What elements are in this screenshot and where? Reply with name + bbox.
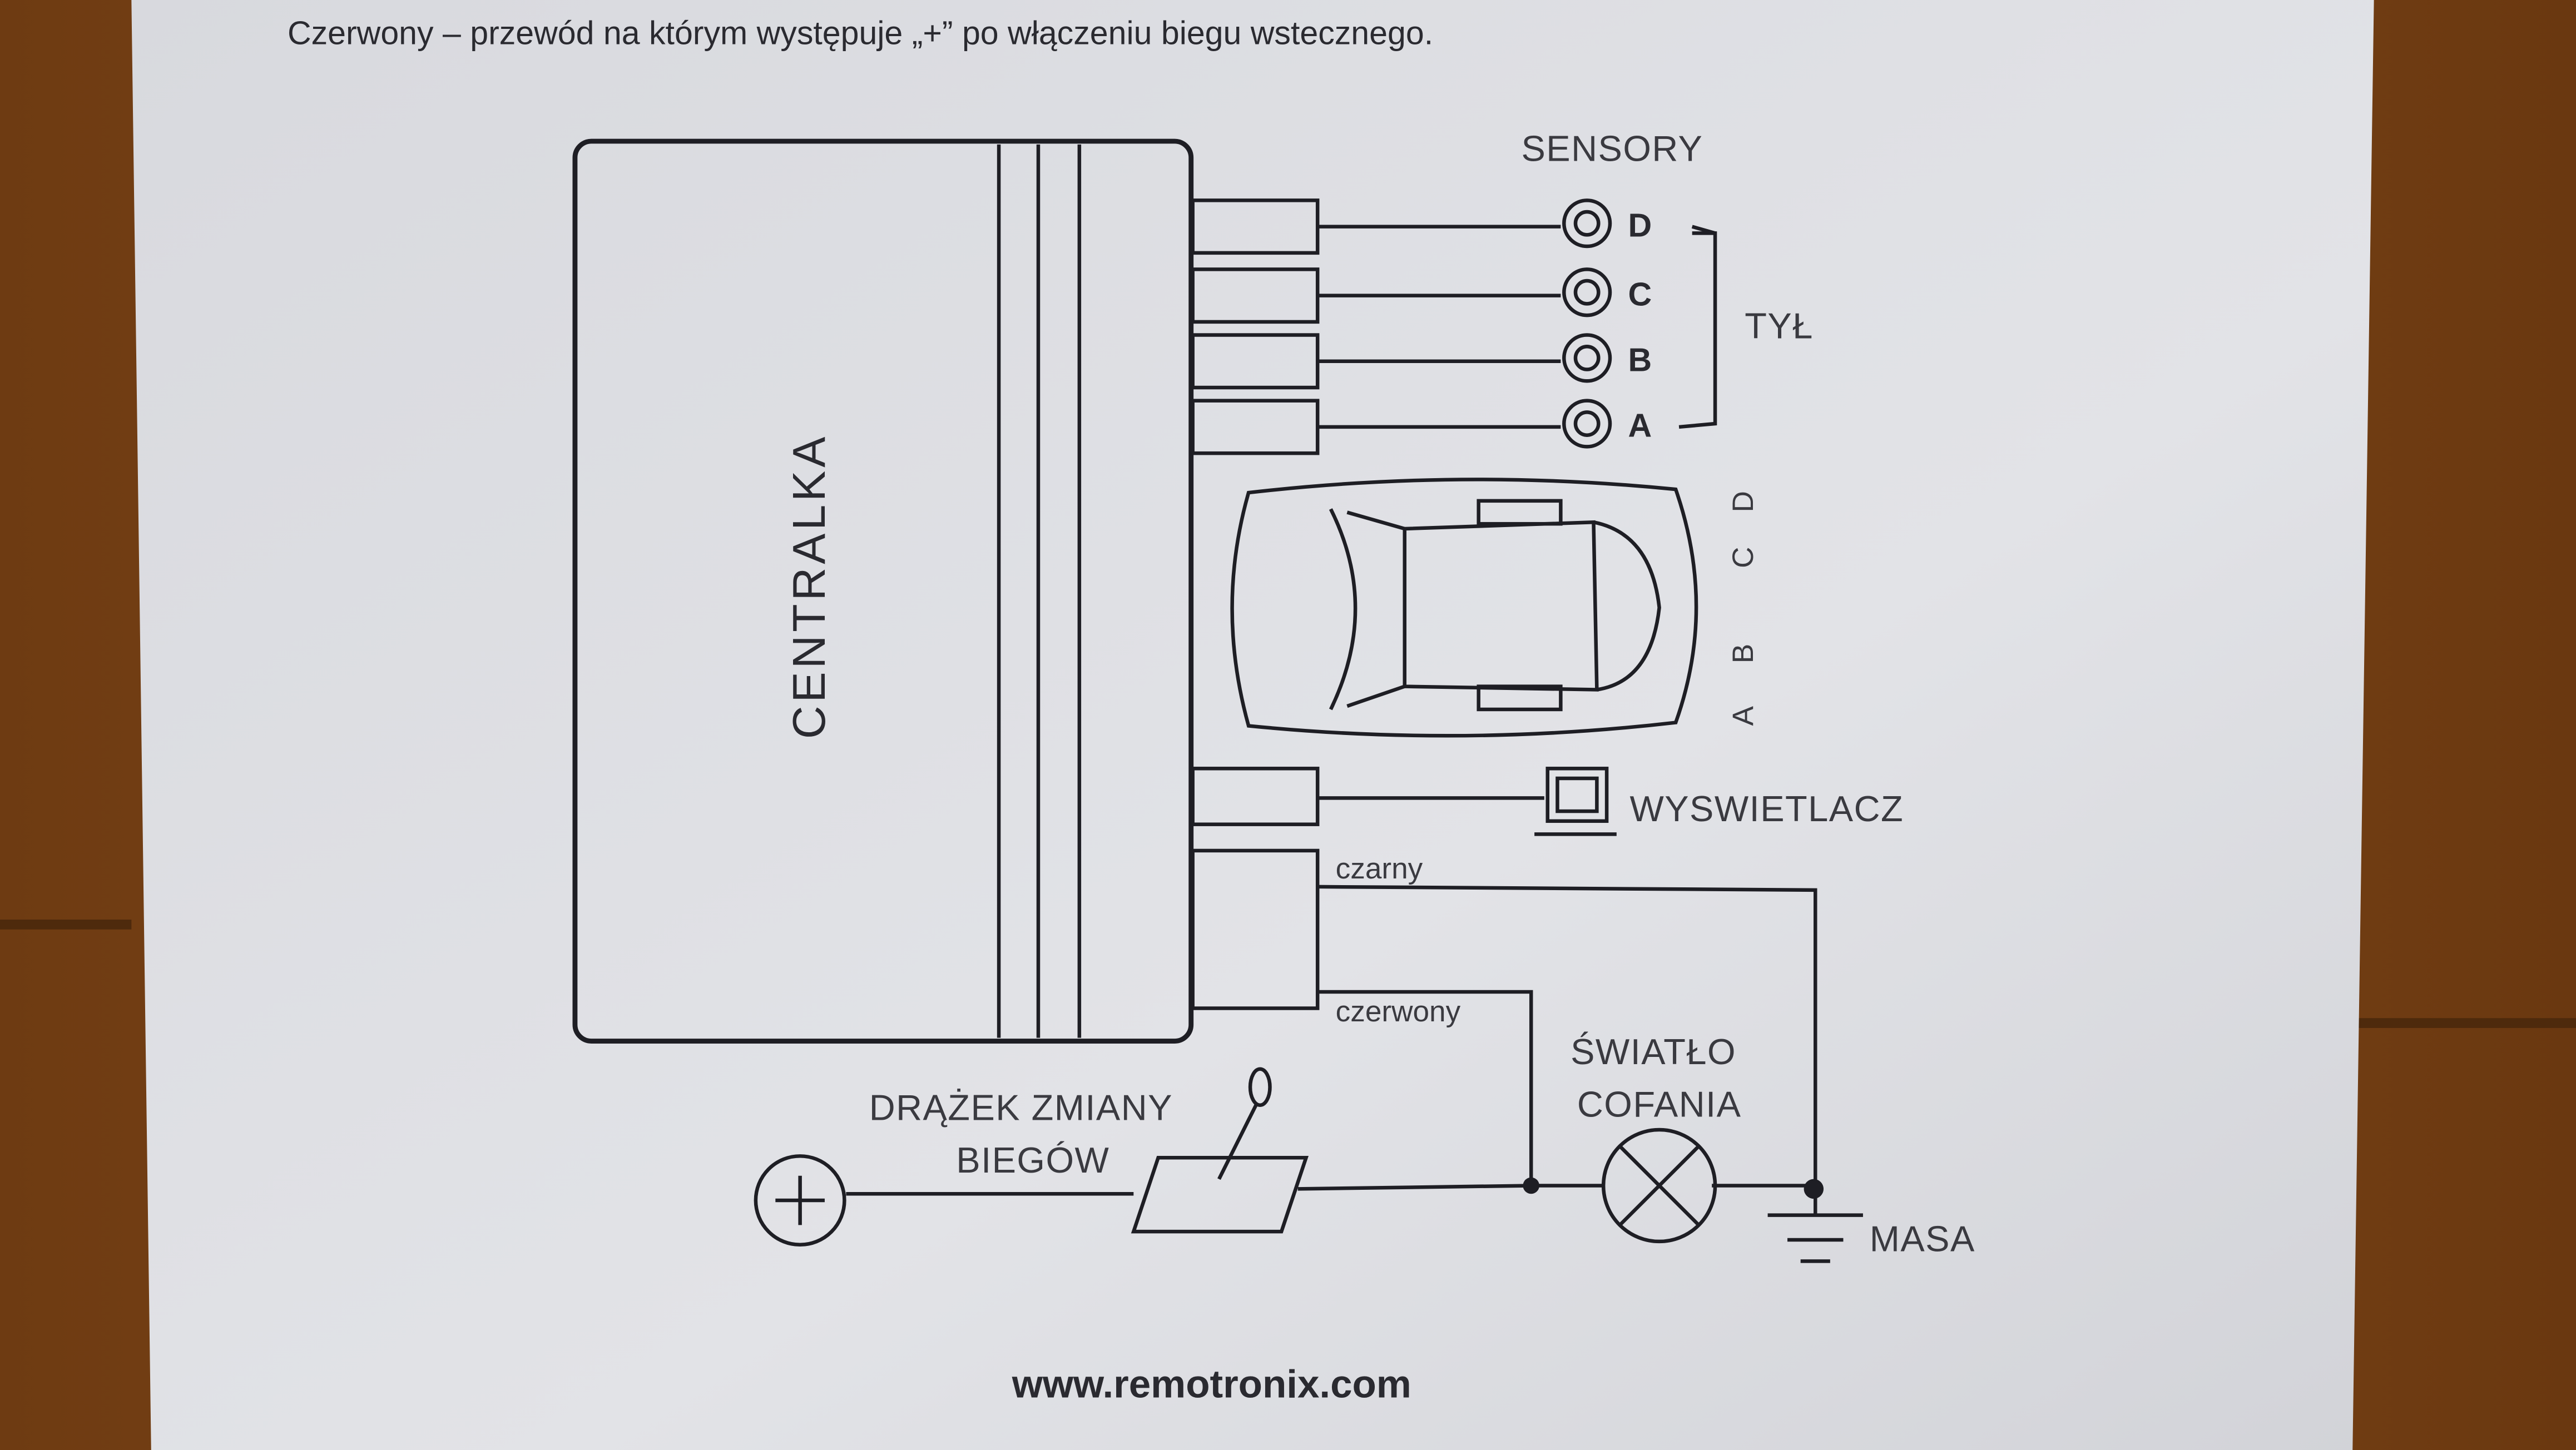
- display-icon: [1534, 767, 1617, 836]
- header-note: Czerwony – przewód na którym występuje „…: [288, 15, 1433, 52]
- battery-plus-icon: [754, 1154, 846, 1247]
- control-unit-label: CENTRALKA: [783, 434, 835, 739]
- svg-text:C: C: [1628, 276, 1652, 312]
- gear-lever-label-2: BIEGÓW: [956, 1140, 1109, 1180]
- control-unit: CENTRALKA: [572, 138, 1194, 1044]
- car-side-label-a: A: [1727, 706, 1760, 726]
- black-wire-label: czarny: [1336, 852, 1423, 885]
- car-icon: [1230, 478, 1698, 738]
- svg-text:B: B: [1628, 342, 1652, 379]
- sensor-c: C: [1562, 267, 1652, 317]
- ground-label: MASA: [1870, 1219, 1975, 1259]
- sensor-b: B: [1562, 333, 1652, 383]
- ground-icon: [1767, 1189, 1863, 1263]
- car-side-label-b: B: [1727, 644, 1760, 663]
- reverse-light-label-1: ŚWIATŁO: [1571, 1031, 1736, 1072]
- car-side-label-d: D: [1727, 491, 1760, 512]
- gear-lever-icon: [1131, 1067, 1309, 1234]
- display-label: WYSWIETLACZ: [1629, 788, 1904, 829]
- rear-group-label: TYŁ: [1745, 305, 1814, 346]
- bulb-icon: [1601, 1128, 1717, 1244]
- reverse-light-label-2: COFANIA: [1577, 1084, 1742, 1124]
- red-wire-label: czerwony: [1336, 995, 1461, 1028]
- svg-text:A: A: [1628, 408, 1652, 444]
- footer-url: www.remotronix.com: [1012, 1362, 1411, 1406]
- sensors-title: SENSORY: [1521, 128, 1703, 168]
- svg-text:D: D: [1628, 207, 1652, 244]
- sensor-a: A: [1562, 399, 1652, 449]
- junction-dot: [1523, 1177, 1539, 1194]
- gear-lever-label-1: DRĄŻEK ZMIANY: [869, 1087, 1173, 1128]
- car-side-label-c: C: [1727, 547, 1760, 568]
- sensor-d: D: [1562, 198, 1652, 249]
